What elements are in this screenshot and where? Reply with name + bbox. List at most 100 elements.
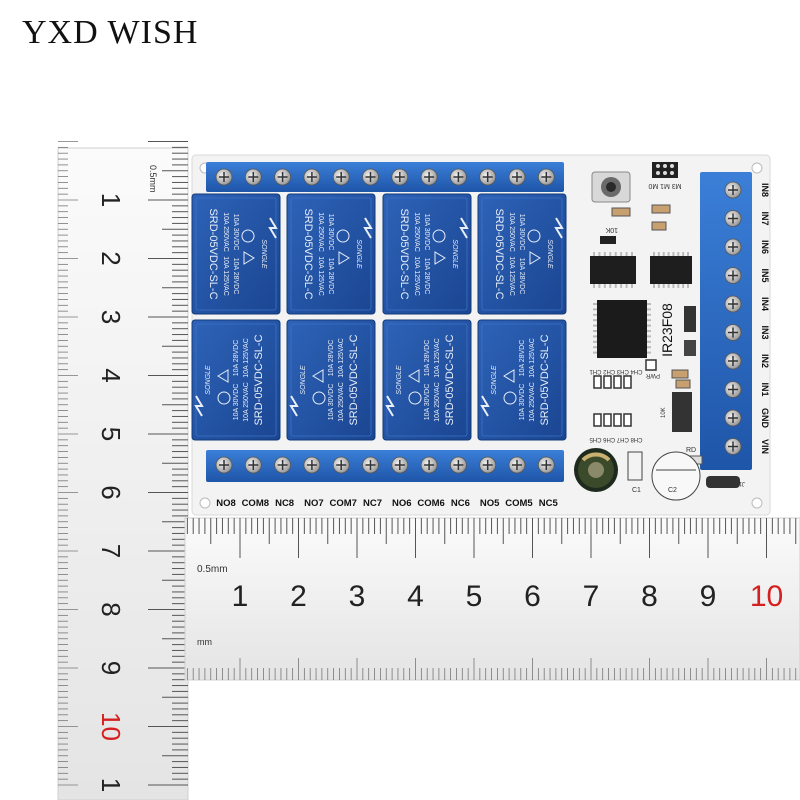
relay-brand-text: SONGLE (300, 365, 307, 395)
horizontal-ruler-number: 8 (641, 580, 658, 613)
channel-leds-bottom (593, 413, 632, 427)
chip-pin (593, 335, 597, 338)
bottom-terminal-label: COM5 (505, 498, 533, 509)
relay-outline (481, 197, 563, 311)
chip-pin (647, 330, 651, 332)
chip-pin (647, 340, 651, 343)
relay-rating-text: 10A 30VDC (518, 214, 525, 251)
relay-rating-text: 10A 28VDC (423, 258, 430, 295)
relay-logo-mark (289, 395, 299, 417)
relay-cert-mark (241, 229, 255, 243)
chip-pin (647, 351, 651, 354)
relay-cert-mark (527, 229, 541, 243)
right-terminal-label: IN2 (760, 354, 770, 368)
vertical-ruler-number: 9 (96, 661, 126, 675)
chip-pin (593, 252, 595, 256)
bottom-terminal-label: NO8 (216, 498, 236, 509)
channel-led (613, 413, 622, 427)
bottom-terminal-label: NC6 (451, 498, 470, 509)
relay-logo-mark (554, 217, 564, 239)
bottom-terminal-label: NO7 (304, 498, 324, 509)
relay-warning-mark (338, 251, 350, 265)
bottom-terminal-label: NC7 (363, 498, 382, 509)
relay-rating-text: 10A 125VAC (338, 338, 345, 378)
brand-watermark: YXD WISH (22, 14, 199, 51)
relay-model-text: SRD-05VDC-SL-C (444, 334, 456, 425)
relay-rating-text: 10A 250VAC (413, 212, 420, 252)
c2-label: C2 (668, 487, 677, 494)
chip-pin (672, 284, 675, 288)
resistor-10k-label-2: 10K (661, 407, 667, 418)
relay-rating-text: 10A 250VAC (529, 382, 536, 422)
bottom-terminal-label: NC5 (539, 498, 559, 509)
horizontal-ruler-number: 4 (407, 580, 424, 613)
vertical-ruler-ticks (58, 141, 188, 786)
chip-pin (631, 284, 633, 288)
horizontal-ruler-ticks (186, 518, 797, 680)
bottom-terminal-screws (215, 456, 555, 474)
right-terminal-label: IN3 (760, 325, 770, 339)
horizontal-ruler-unit-top: 0.5mm (197, 564, 228, 575)
channel-led (623, 375, 632, 389)
chip-pin (609, 252, 612, 256)
relay-brand-text: SONGLE (546, 239, 553, 269)
voltage-regulator: C2 (651, 451, 701, 501)
chip-pin (647, 324, 651, 327)
relay-cert-mark (336, 229, 350, 243)
horizontal-ruler-number: 2 (290, 580, 307, 613)
right-terminal-label: IN7 (760, 211, 770, 225)
vertical-ruler-number: 8 (96, 602, 126, 616)
relay-model-text: SRD-05VDC-SL-C (253, 334, 265, 425)
relay-rating-text: 10A 125VAC (243, 338, 250, 378)
chip-pin (662, 252, 665, 256)
chip-pin (593, 284, 595, 288)
ir-receiver (591, 171, 631, 203)
relay-outline (386, 197, 468, 311)
relay-rating-text: 10A 28VDC (519, 340, 526, 377)
relay-cert-mark (432, 229, 446, 243)
bottom-terminal-label: NO6 (392, 498, 412, 509)
chip-pin (620, 284, 623, 288)
board-model-label: IR23F08 (659, 303, 675, 357)
relay-logo-mark (194, 395, 204, 417)
relay-rating-text: 10A 28VDC (233, 340, 240, 377)
relay-rating-text: 10A 30VDC (327, 214, 334, 251)
bottom-terminal-label: COM6 (417, 498, 444, 509)
chip-pin (593, 351, 597, 354)
relay-outline (195, 197, 277, 311)
chip-pin (647, 319, 651, 322)
chip-pin (647, 346, 651, 349)
relay-board: SRD-05VDC-SL-C 10A 250VAC 10A 125VAC 10A 30… (191, 154, 771, 516)
relay-rating-text: 10A 28VDC (518, 258, 525, 295)
bottom-terminal-label: COM7 (329, 498, 356, 509)
top-terminal-strip (206, 162, 564, 192)
c1-label: C1 (632, 487, 641, 494)
chip-pin (657, 252, 660, 256)
chip-pin (647, 303, 651, 305)
chip-pin (687, 284, 689, 288)
bottom-terminal-label: COM8 (242, 498, 269, 509)
relay-rating-text: 10A 28VDC (327, 258, 334, 295)
chip-pin (647, 335, 651, 338)
vertical-ruler-number: 6 (96, 485, 126, 499)
channel-led (593, 413, 602, 427)
relay-outline (290, 197, 372, 311)
chip-pin (593, 346, 597, 349)
horizontal-ruler-number: 3 (349, 580, 366, 613)
chip-pin (667, 284, 670, 288)
relay-warning-mark (434, 251, 446, 265)
right-terminal-label: IN6 (760, 240, 770, 254)
chip-pin (593, 303, 597, 305)
relay-brand-text: SONGLE (451, 239, 458, 269)
vertical-ruler-number: 4 (96, 368, 126, 382)
relay-brand-text: SONGLE (355, 239, 362, 269)
horizontal-ruler-number: 10 (750, 580, 783, 613)
